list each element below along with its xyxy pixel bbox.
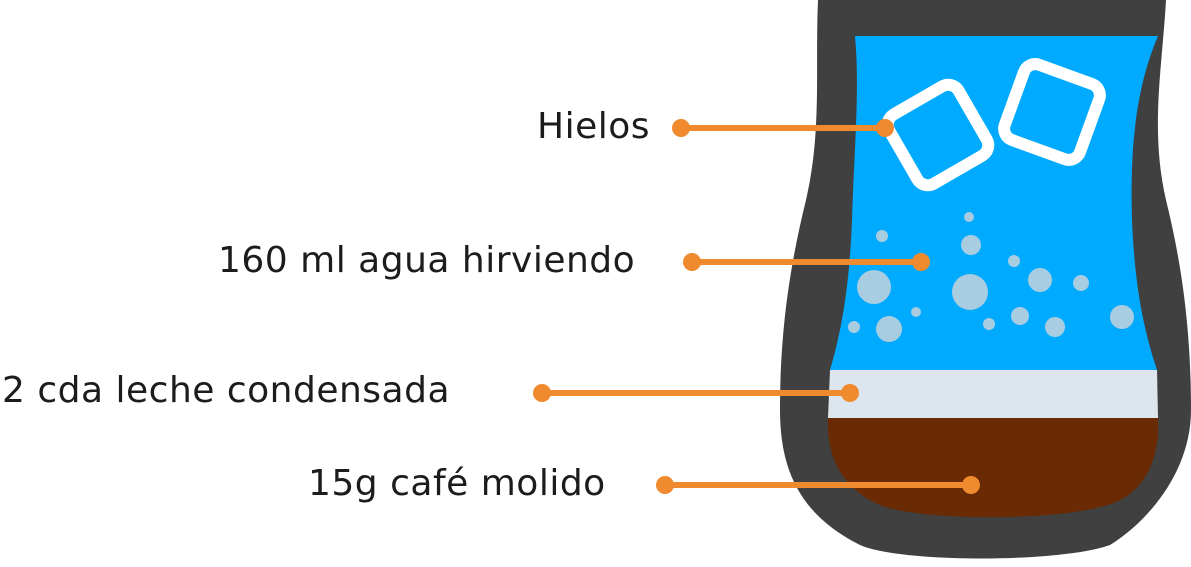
- milk-leader-start-dot: [533, 384, 551, 402]
- milk-label: 2 cda leche condensada: [2, 370, 451, 411]
- bubble: [983, 318, 995, 330]
- ice-cube-left: [881, 78, 995, 192]
- bubble: [1028, 268, 1052, 292]
- bubble: [876, 316, 902, 342]
- ice-cubes: [881, 58, 1106, 192]
- bubble: [1073, 275, 1089, 291]
- coffee-leader-start-dot: [656, 476, 674, 494]
- bubble: [876, 230, 888, 242]
- milk-layer: [828, 370, 1158, 418]
- bubbles: [848, 212, 1134, 342]
- bubble: [911, 307, 921, 317]
- bubble: [848, 321, 860, 333]
- bubble: [1008, 255, 1020, 267]
- coffee-layer: [827, 418, 1159, 518]
- leader-lines: [533, 119, 980, 494]
- bubble: [952, 274, 988, 310]
- water-label: 160 ml agua hirviendo: [218, 240, 636, 281]
- ice-label: Hielos: [537, 106, 651, 147]
- bubble: [1011, 307, 1029, 325]
- water-layer: [830, 36, 1158, 370]
- bubble: [1045, 317, 1065, 337]
- ice-leader-start-dot: [672, 119, 690, 137]
- ice-leader-end-dot: [876, 119, 894, 137]
- ice-cube-right: [998, 58, 1106, 166]
- coffee-leader-end-dot: [962, 476, 980, 494]
- bubble: [964, 212, 974, 222]
- milk-leader-end-dot: [841, 384, 859, 402]
- coffee-label: 15g café molido: [308, 463, 606, 504]
- bubble: [961, 235, 981, 255]
- bubble: [1110, 305, 1134, 329]
- water-leader-end-dot: [912, 253, 930, 271]
- water-leader-start-dot: [683, 253, 701, 271]
- bubble: [857, 270, 891, 304]
